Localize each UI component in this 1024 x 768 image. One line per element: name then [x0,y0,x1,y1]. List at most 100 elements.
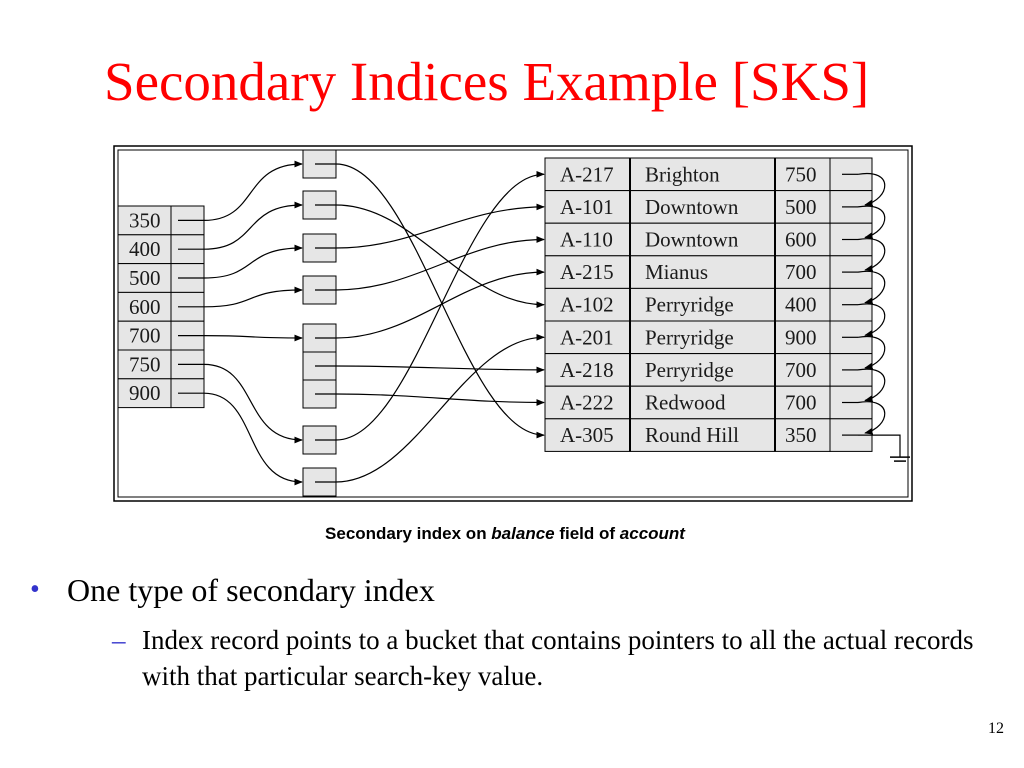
record-cell [629,157,776,192]
bullet-list: • One type of secondary index – Index re… [30,570,1000,694]
index-key-value: 350 [129,208,161,232]
record-account-number: A-101 [560,195,614,219]
index-key-cell [117,349,172,380]
index-to-bucket-arrow [203,363,303,444]
record-cell [544,418,631,452]
bucket-to-record-arrow [335,203,545,249]
record-balance: 700 [785,391,817,415]
record-chain-arrow [857,368,886,402]
record-cell [544,287,631,322]
bucket-to-record-arrow [335,268,545,339]
figure-caption: Secondary index on balance field of acco… [0,524,1010,544]
index-to-bucket-arrow [203,286,303,308]
record-cell [629,287,776,322]
bucket-to-record-arrow [335,163,545,439]
index-key-value: 900 [129,381,161,405]
index-entry: 900 [117,378,205,409]
sub-bullet-item: – Index record points to a bucket that c… [112,622,1002,694]
record-account-number: A-217 [560,162,614,186]
record-balance: 700 [785,358,817,382]
caption-middle: field of [554,524,620,543]
index-key-value: 750 [129,352,161,376]
record-cell [774,255,831,289]
record-branch-name: Mianus [645,260,708,284]
record-cell [774,418,831,452]
record-chain-arrow [857,238,886,272]
record-balance: 500 [785,195,817,219]
bucket [302,275,337,305]
record-branch-name: Redwood [645,391,726,415]
index-to-bucket-arrow [203,201,303,250]
record-chain-arrow [857,270,886,305]
bucket [302,149,337,179]
index-key-value: 400 [129,237,161,261]
record-account-number: A-218 [560,358,614,382]
bucket [302,190,337,220]
bucket [302,467,337,497]
index-entry: 500 [117,263,205,293]
record-chain-arrow [857,205,886,239]
index-entry: 700 [117,320,205,351]
record-cell [544,255,631,289]
bucket-to-record-arrow [335,333,545,483]
caption-relation: account [619,524,685,543]
record-cell [774,157,831,192]
bullet-marker: • [30,574,40,605]
bucket-to-record-arrow [335,365,545,374]
record-balance: 700 [785,260,817,284]
record-account-number: A-215 [560,260,614,284]
index-entry: 350 [117,205,205,236]
record-chain-arrow [857,401,886,435]
record-branch-name: Perryridge [645,325,734,349]
sub-bullet-text: Index record points to a bucket that con… [142,625,974,691]
bucket [302,425,337,455]
index-to-bucket-arrow [203,334,303,342]
record-branch-name: Brighton [645,162,720,186]
index-entry: 750 [117,349,205,380]
record-cell [774,287,831,322]
record-cell [629,255,776,289]
index-entry: 400 [117,234,205,265]
record-row: A-218 Perryridge 700 [544,353,873,387]
index-to-bucket-arrow [203,392,303,486]
record-cell [629,222,776,257]
record-row: A-222 Redwood 700 [544,385,873,420]
record-cell [774,320,831,355]
record-row: A-217 Brighton 750 [544,157,873,192]
bullet-text: One type of secondary index [67,572,435,608]
page-number: 12 [988,720,1004,737]
record-balance: 750 [785,162,817,186]
record-branch-name: Downtown [645,195,739,219]
record-balance: 400 [785,293,817,317]
record-chain-arrow [857,335,886,370]
record-branch-name: Perryridge [645,358,734,382]
record-balance: 350 [785,423,817,447]
record-account-number: A-305 [560,423,614,447]
index-entry: 600 [117,291,205,322]
figure-outer-border [113,145,913,502]
bucket [302,323,337,409]
record-branch-name: Perryridge [645,293,734,317]
record-account-number: A-110 [560,228,613,252]
index-key-value: 600 [129,295,161,319]
index-key-value: 500 [129,266,161,290]
record-cell [544,385,631,420]
bucket [302,233,337,263]
index-key-cell [117,291,172,322]
record-cell [544,353,631,387]
record-row: A-101 Downtown 500 [544,190,873,224]
sub-bullet-marker: – [112,625,126,655]
record-chain-arrow [857,172,886,207]
slide-title: Secondary Indices Example [SKS] [104,51,870,112]
record-account-number: A-222 [560,391,614,415]
bucket-to-record-arrow [335,393,545,406]
bullet-item: • One type of secondary index [30,570,1000,610]
pointer-arrows [203,160,910,486]
